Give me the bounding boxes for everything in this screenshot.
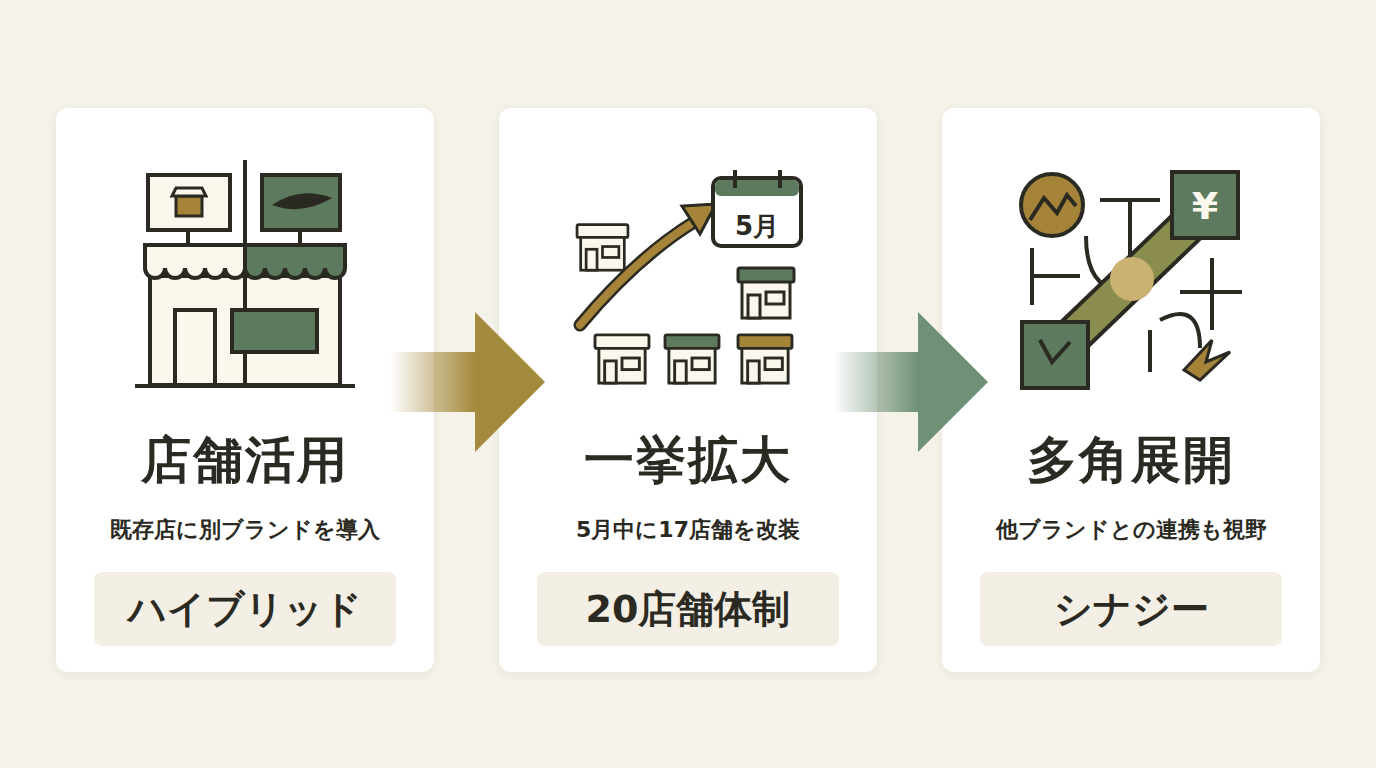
step-card: 一挙拡大 5月中に17店舗を改装 20店舗体制	[499, 108, 877, 672]
step-card: 多角展開他ブランドとの連携も視野シナジー	[942, 108, 1320, 672]
yen-symbol: ¥	[1192, 187, 1218, 225]
step-title: 一挙拡大	[499, 424, 877, 496]
step-description: 既存店に別ブランドを導入	[56, 508, 434, 552]
keyword-tag: ハイブリッド	[94, 572, 396, 646]
step-title: 多角展開	[942, 424, 1320, 496]
tag-text: シナジー	[1054, 586, 1209, 632]
keyword-tag: シナジー	[980, 572, 1282, 646]
step-description: 他ブランドとの連携も視野	[942, 508, 1320, 552]
tag-text: ハイブリッド	[128, 586, 362, 632]
keyword-tag: 20店舗体制	[537, 572, 839, 646]
step-card: 店舗活用既存店に別ブランドを導入ハイブリッド	[56, 108, 434, 672]
step-title: 店舗活用	[56, 424, 434, 496]
step-description: 5月中に17店舗を改装	[499, 508, 877, 552]
tag-text: 20店舗体制	[586, 586, 791, 632]
calendar-month: 5月	[735, 213, 779, 239]
